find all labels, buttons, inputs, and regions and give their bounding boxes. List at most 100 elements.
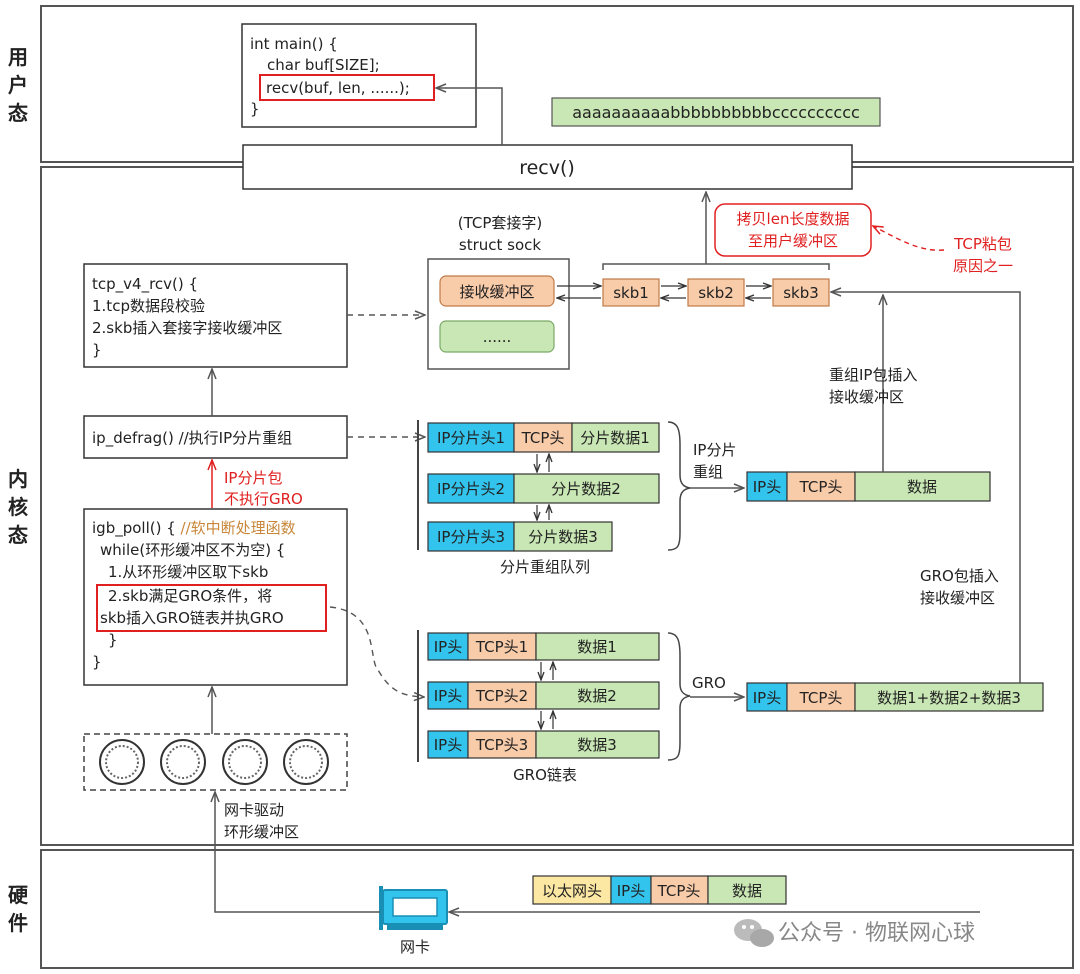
ip-reasm-label-1: IP分片 bbox=[693, 441, 736, 459]
gro-2-tcp-header: TCP头2 bbox=[475, 687, 528, 705]
tcp-rcv-line-3: 2.skb插入套接字接收缓冲区 bbox=[92, 319, 282, 337]
recv-to-user-arrow bbox=[436, 88, 503, 145]
user-layer-label: 用 户 态 bbox=[8, 45, 28, 125]
reasm-ip-header: IP头 bbox=[753, 478, 781, 496]
skb2-label: skb2 bbox=[698, 284, 734, 302]
ip-reasm-brace bbox=[667, 421, 691, 551]
sock-other-label: ...... bbox=[483, 328, 512, 346]
skb1-box bbox=[602, 278, 660, 307]
gro-3-ip-header: IP头 bbox=[434, 736, 462, 754]
gro-list-caption: GRO链表 bbox=[513, 766, 577, 784]
tcp-rcv-line-2: 1.tcp数据段校验 bbox=[92, 297, 205, 315]
gro-3-data: 数据3 bbox=[577, 736, 617, 754]
reasm-insert-label-1: 重组IP包插入 bbox=[829, 366, 917, 384]
skb2-box bbox=[687, 278, 745, 307]
sock-title-1: (TCP套接字) bbox=[458, 214, 543, 232]
gro-1-tcp-header: TCP头1 bbox=[475, 638, 528, 656]
tcp-rcv-line-1: tcp_v4_rcv() { bbox=[92, 275, 198, 294]
gro-packet-tcp-header: TCP头 bbox=[799, 689, 843, 707]
nic-label: 网卡 bbox=[400, 938, 430, 956]
igb-poll-box bbox=[83, 508, 348, 686]
igb-poll-func: igb_poll() { bbox=[92, 519, 181, 538]
tcp-rcv-line-4: } bbox=[92, 341, 102, 359]
frag-3-ip-header: IP分片头3 bbox=[437, 528, 505, 546]
gro-insert-label-2: 接收缓冲区 bbox=[920, 589, 995, 607]
gro-label: GRO bbox=[692, 674, 726, 692]
igb-to-gro-list-arrow bbox=[329, 606, 424, 697]
hardware-layer-label: 硬 件 bbox=[8, 883, 29, 935]
ip-defrag-box bbox=[83, 415, 348, 459]
user-buffer bbox=[551, 97, 881, 127]
nic-data: 数据 bbox=[732, 882, 762, 900]
frag-links bbox=[537, 454, 549, 520]
gro-2-data: 数据2 bbox=[577, 687, 617, 705]
skb-chain-bracket bbox=[602, 263, 830, 270]
gro-insert-label-1: GRO包插入 bbox=[920, 567, 999, 585]
frag-2-ip-header: IP分片头2 bbox=[437, 480, 505, 498]
copy-note-line-1: 拷贝len长度数据 bbox=[737, 210, 850, 228]
gro-row-2: IP头 TCP头2 数据2 bbox=[427, 681, 660, 710]
ip-defrag-label: ip_defrag() //执行IP分片重组 bbox=[92, 429, 292, 448]
kernel-layer-label: 内 核 态 bbox=[8, 467, 28, 547]
user-layer-char-2: 户 bbox=[8, 73, 28, 97]
reasm-tcp-header: TCP头 bbox=[799, 478, 843, 496]
user-code-line-3: recv(buf, len, ......); bbox=[266, 79, 410, 97]
ring-slot-3 bbox=[222, 739, 268, 785]
sock-title-2: struct sock bbox=[459, 236, 542, 254]
skb1-label: skb1 bbox=[613, 284, 649, 302]
gro-packet: IP头 TCP头 数据1+数据2+数据3 bbox=[746, 682, 1044, 712]
igb-poll-line-4: 2.skb满足GRO条件，将 bbox=[108, 587, 272, 605]
user-code-line-4: } bbox=[250, 100, 260, 118]
nic-ip-header: IP头 bbox=[617, 882, 645, 900]
gro-brace bbox=[667, 632, 691, 761]
frag-row-1: IP分片头1 TCP头 分片数据1 bbox=[427, 422, 660, 453]
copy-note-line-2: 至用户缓冲区 bbox=[748, 232, 838, 250]
nic-tcp-header: TCP头 bbox=[657, 882, 701, 900]
user-code-line-1: int main() { bbox=[250, 35, 338, 53]
reasm-insert-label-2: 接收缓冲区 bbox=[829, 388, 904, 406]
gro-packet-data: 数据1+数据2+数据3 bbox=[877, 689, 1021, 707]
reasm-data: 数据 bbox=[907, 478, 937, 496]
gro-packet-ip-header: IP头 bbox=[753, 689, 781, 707]
hardware-layer-char-1: 硬 bbox=[8, 883, 29, 907]
wechat-icon bbox=[734, 919, 774, 947]
frag-3-data: 分片数据3 bbox=[528, 528, 598, 546]
skb-links bbox=[557, 286, 771, 298]
ip-reasm-label-2: 重组 bbox=[693, 463, 723, 481]
frag-1-ip-header: IP分片头1 bbox=[437, 429, 505, 447]
sticky-note-arrow bbox=[873, 226, 945, 251]
recv-buffer-box bbox=[439, 275, 555, 307]
frag-1-tcp-header: TCP头 bbox=[521, 429, 565, 447]
gro-2-ip-header: IP头 bbox=[434, 687, 462, 705]
watermark-text: 公众号 · 物联网心球 bbox=[778, 921, 975, 946]
frag-1-data: 分片数据1 bbox=[580, 429, 650, 447]
sticky-note-line-1: TCP粘包 bbox=[953, 235, 1012, 253]
ring-slot-4 bbox=[283, 739, 329, 785]
recv-call-highlight bbox=[259, 74, 435, 101]
igb-poll-line-3: 1.从环形缓冲区取下skb bbox=[108, 563, 268, 581]
user-code-line-2: char buf[SIZE]; bbox=[267, 56, 380, 74]
skb3-box bbox=[772, 278, 830, 307]
gro-1-ip-header: IP头 bbox=[434, 638, 462, 656]
igb-poll-comment: //软中断处理函数 bbox=[181, 519, 296, 537]
igb-poll-line-1: igb_poll() { //软中断处理函数 bbox=[92, 519, 296, 538]
frag-row-2: IP分片头2 分片数据2 bbox=[427, 473, 660, 504]
user-space-frame bbox=[40, 5, 1074, 163]
nic-eth-header: 以太网头 bbox=[542, 882, 602, 900]
nic-to-ring-arrow bbox=[215, 792, 380, 913]
ring-slot-1 bbox=[99, 739, 145, 785]
igb-poll-line-5: skb插入GRO链表并执GRO bbox=[100, 609, 284, 627]
sticky-note-line-2: 原因之一 bbox=[953, 257, 1013, 275]
ring-slot-2 bbox=[160, 739, 206, 785]
frag-2-data: 分片数据2 bbox=[551, 480, 621, 498]
reasm-packet: IP头 TCP头 数据 bbox=[746, 471, 991, 502]
ring-buffer-slots bbox=[99, 739, 329, 785]
watermark: 公众号 · 物联网心球 bbox=[734, 919, 975, 947]
recv-syscall-box bbox=[242, 144, 853, 190]
recv-buffer-label: 接收缓冲区 bbox=[459, 283, 534, 301]
ring-label-2: 环形缓冲区 bbox=[224, 823, 299, 841]
frag-row-3: IP分片头3 分片数据3 bbox=[427, 521, 613, 552]
igb-poll-line-2: while(环形缓冲区不为空) { bbox=[100, 541, 285, 559]
user-buffer-text: aaaaaaaaaabbbbbbbbbbcccccccccc bbox=[572, 103, 860, 122]
gro-step-highlight bbox=[96, 584, 327, 632]
